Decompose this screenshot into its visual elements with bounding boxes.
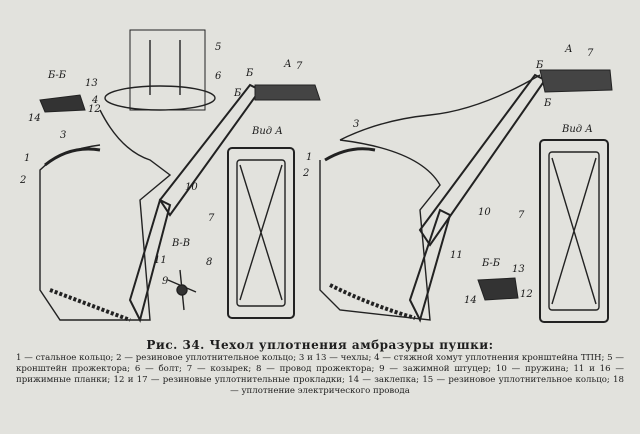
- callout: 7: [587, 48, 594, 59]
- callout: Б-Б: [47, 70, 67, 81]
- callout: 4: [91, 95, 98, 106]
- callout: Б: [233, 88, 242, 99]
- callout: 2: [302, 168, 309, 179]
- callout: 11: [450, 250, 463, 261]
- callout: 7: [296, 61, 303, 72]
- figure-caption: Рис. 34. Чехол уплотнения амбразуры пушк…: [146, 338, 494, 352]
- callout: 7: [208, 213, 215, 224]
- callout: Б-Б: [481, 258, 501, 269]
- technical-drawing: 5 6 4 13 Б-Б 14 12 3 1 2 Б Б А 7 Вид А 7…: [19, 29, 613, 323]
- right-callouts: 3 1 2 Б Б А 7 Вид А 10 11 7 Б-Б 13 14 12: [302, 44, 594, 306]
- callout: 9: [162, 276, 169, 287]
- left-drawing: [39, 29, 321, 323]
- callout: 14: [28, 113, 41, 124]
- callout: 3: [353, 119, 359, 130]
- callout: 7: [518, 210, 525, 221]
- callout: 13: [85, 78, 98, 89]
- left-callouts: 5 6 4 13 Б-Б 14 12 3 1 2 Б Б А 7 Вид А 7…: [19, 42, 303, 287]
- callout: Б: [543, 98, 552, 109]
- callout: Б: [535, 60, 544, 71]
- callout: 13: [512, 264, 525, 275]
- callout: 1: [306, 152, 312, 163]
- callout: А: [283, 59, 292, 70]
- right-drawing: [319, 69, 613, 323]
- figure-legend: 1 — стальное кольцо; 2 — резиновое уплот…: [16, 353, 624, 396]
- callout: 1: [24, 153, 30, 164]
- callout: 10: [478, 207, 491, 218]
- callout: 14: [464, 295, 477, 306]
- callout: 5: [215, 42, 221, 53]
- callout: Вид А: [251, 126, 283, 137]
- callout: 12: [520, 289, 533, 300]
- callout: 3: [60, 130, 66, 141]
- callout: 11: [154, 255, 167, 266]
- callout: 12: [88, 104, 101, 115]
- callout: Б: [245, 68, 254, 79]
- callout: 2: [19, 175, 26, 186]
- callout: В-В: [171, 238, 190, 249]
- callout: Вид А: [561, 124, 593, 135]
- callout: 8: [206, 257, 212, 268]
- callout: 10: [185, 182, 198, 193]
- callout: 6: [215, 71, 222, 82]
- callout: А: [564, 44, 573, 55]
